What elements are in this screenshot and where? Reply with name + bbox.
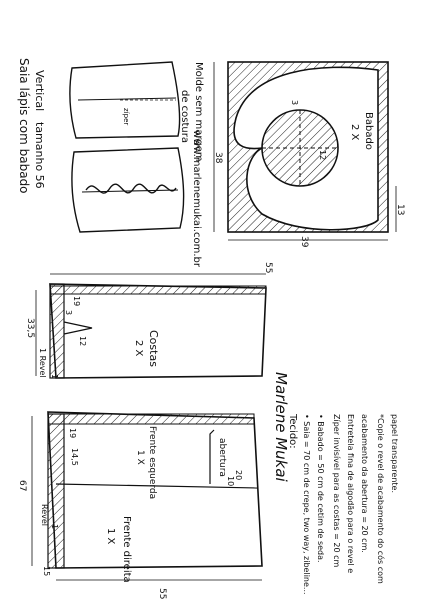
flounce-radius-label: 12 [318,150,327,160]
front-center-line [55,483,259,489]
front-left-label: Frente esquerda [147,426,157,499]
materials-line-3: Zíper invisível para as costas = 20 cm [332,414,341,568]
back-piece [35,273,267,379]
flounce-side-label: 13 [395,204,405,215]
front-right-count: 1 X [105,528,116,545]
flounce-label: Babado [363,112,374,150]
materials-line-2: • Babado = 50 cm de cetim de seda. [316,414,325,563]
materials-line-7: papel transparente. [390,414,399,493]
front-opening-label: abertura [217,438,227,477]
page-title: Saia lápis com babado [17,58,31,194]
flounce-height-label: 38 [213,152,223,164]
front-bottom-label: 15 [42,566,51,576]
front-top-label: 19 [68,428,77,438]
skirt-front-seam [81,189,179,193]
flounce-width-label: 39 [299,236,309,248]
back-height-label: 33,5 [25,318,35,338]
front-hem-facing [47,413,255,425]
flounce-count: 2 X [349,124,360,141]
mold-note-line1: Molde sem margem [193,62,204,162]
designer-signature: Marlene Mukai [272,372,290,483]
materials-heading: Tecido: [287,413,298,449]
skirt-ruffle [85,183,177,194]
back-waist-facing [49,283,65,379]
back-top-label: 19 [72,296,81,306]
materials-list: Tecido: • Saia = 70 cm de crepe, two way… [287,413,399,595]
front-right-label: Frente direita [121,516,132,583]
skirt-back-seam [77,97,177,101]
materials-line-1: • Saia = 70 cm de crepe, two way, zibeli… [302,414,311,595]
page-subtitle: Vertical [33,70,46,111]
mold-note-line2: de costura [179,90,190,143]
front-opening [209,429,215,484]
back-width-label: 55 [263,262,273,273]
front-opening-b-label: 10 [226,476,235,486]
front-piece [31,411,263,581]
materials-line-6: *Copie o revel de acabamento do cós com [376,414,386,584]
front-waist-facing [47,413,65,569]
front-small-label: 14,5 [70,448,79,466]
flounce-pattern [213,61,397,241]
back-dart [63,321,93,335]
website-label: www.marlenemukai.com.br [191,130,202,268]
materials-line-5: acabamento da abertura = 20 cm. [360,414,369,553]
back-count: 2 X [133,340,144,357]
zipper-label: zíper [122,108,130,125]
back-small-label: 3 [64,310,73,315]
front-hem-value: 1 [50,524,59,529]
flounce-top-label: 3 [290,100,299,105]
skirt-back-view [69,61,181,139]
skirt-front-view [71,147,185,233]
size-label: tamanho 56 [33,122,46,189]
front-width-label: 55 [157,588,167,599]
front-left-count: 1 X [135,450,145,465]
back-label: Costas [147,330,160,367]
front-height-label: 67 [17,480,27,491]
skirt-sketch [69,61,185,233]
back-dart-label: 12 [78,336,87,346]
materials-line-4: Entretela fina de algodão para o revel e [346,414,355,573]
back-hem-value: 1 [50,374,59,379]
back-hem-label: 1 Revel [38,348,47,378]
front-hem-label: Revel [40,504,49,526]
front-opening-a-label: 20 [234,470,243,480]
back-hem-facing [49,285,267,295]
